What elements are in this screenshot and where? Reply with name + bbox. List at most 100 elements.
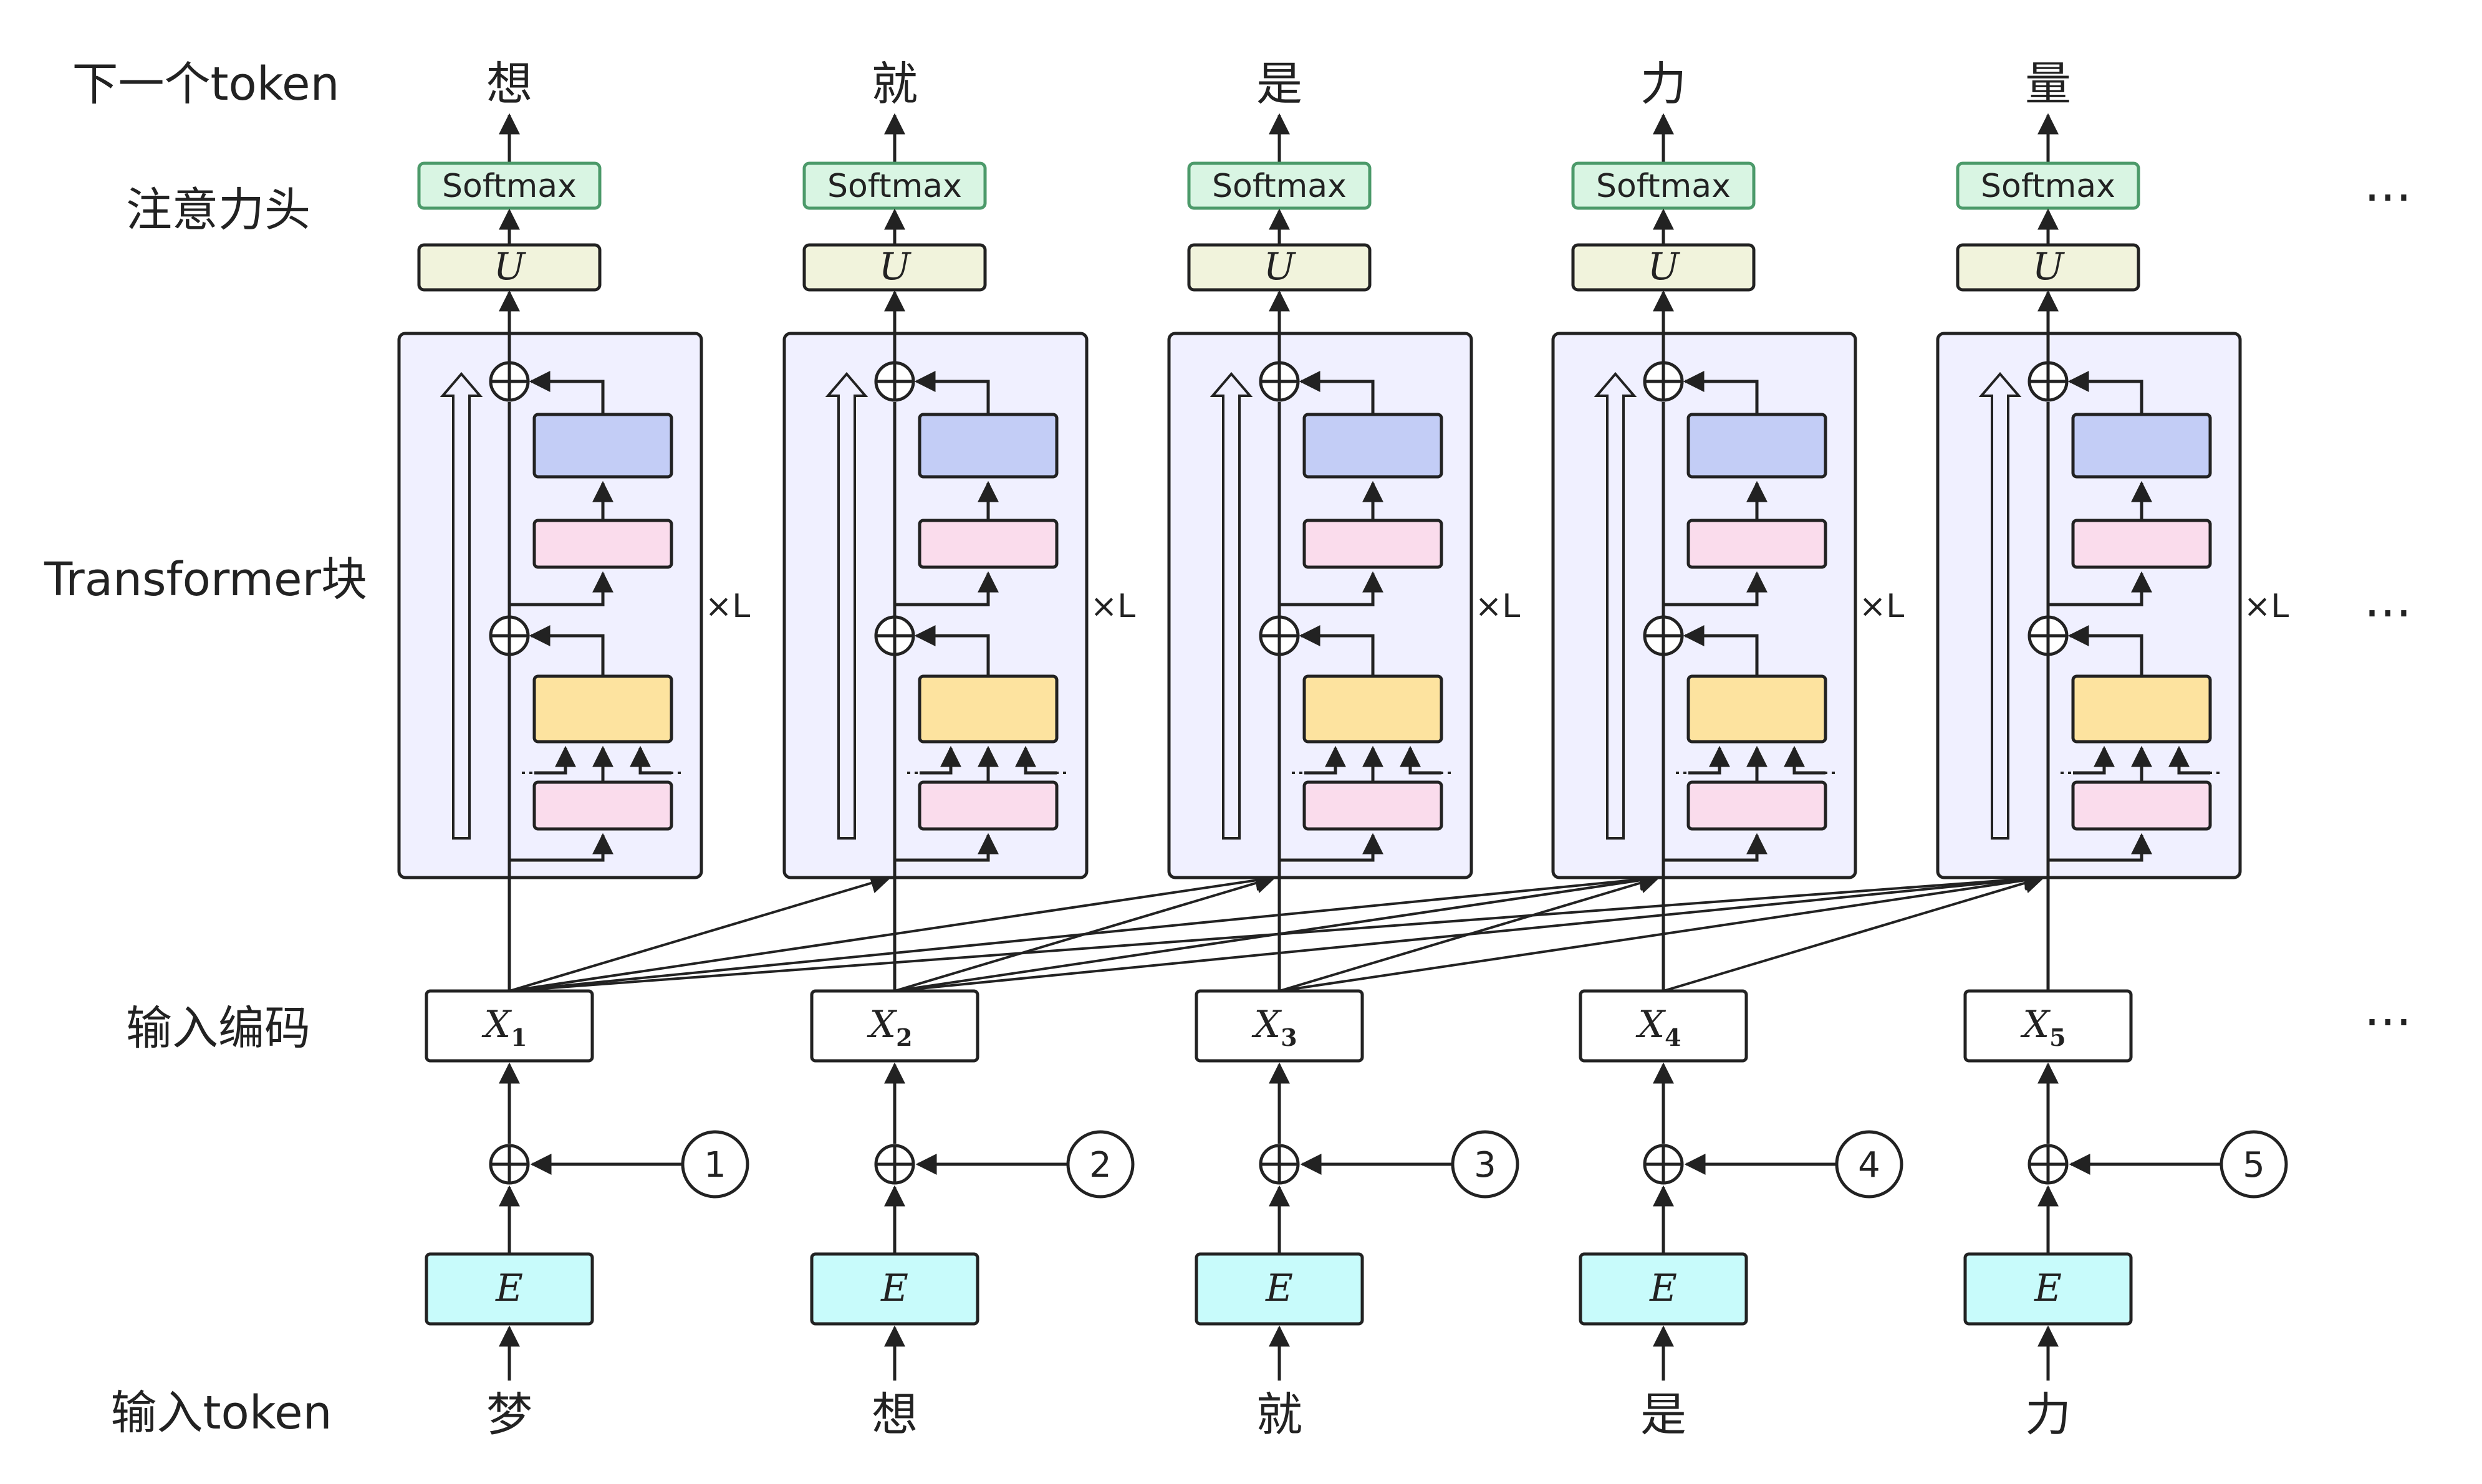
softmax-label-2: Softmax	[827, 168, 962, 205]
attn-to-plus-3	[1299, 625, 1375, 676]
branch-to-norm1-4	[1663, 833, 1768, 862]
attention-box-5	[2071, 674, 2212, 744]
attention-box-4	[1686, 674, 1827, 744]
encoding-label-4: X4	[1635, 1003, 1681, 1051]
embedding-label-1: E	[495, 1266, 523, 1310]
position-number-4: 4	[1858, 1145, 1880, 1185]
encoding-label-2: X2	[867, 1003, 912, 1051]
layer-norm-2-2	[918, 519, 1059, 569]
embedding-label-3: E	[1265, 1266, 1293, 1310]
columns-group: 想SoftmaxU×LX11E梦就SoftmaxU×LX22E想是Softmax…	[397, 57, 2289, 1442]
position-add-1	[489, 1144, 530, 1185]
embedding-box-4	[1579, 1252, 1748, 1326]
embedding-label-4: E	[1649, 1266, 1677, 1310]
attn-in-right-1	[630, 745, 671, 775]
feed-forward-box-5	[2071, 413, 2212, 479]
position-number-1: 1	[704, 1145, 726, 1185]
softmax-label-4: Softmax	[1596, 168, 1731, 205]
layer-norm-2-5	[2071, 519, 2212, 569]
input-token-3: 就	[1256, 1388, 1302, 1442]
attn-to-plus-5	[2067, 625, 2143, 676]
attn-to-plus-4	[1683, 625, 1759, 676]
input-token-2: 想	[872, 1388, 918, 1442]
next-token-4: 力	[1640, 57, 1686, 111]
softmax-label-1: Softmax	[442, 168, 577, 205]
next-token-2: 就	[872, 57, 918, 111]
residual-add-1-1	[489, 615, 530, 656]
softmax-box-5	[1956, 161, 2140, 210]
attention-box-2	[918, 674, 1059, 744]
encoding-subscript-4: 4	[1665, 1023, 1681, 1051]
ffn-to-plus-1	[529, 371, 605, 414]
residual-add-1-4	[1643, 615, 1684, 656]
cross-arrow-3-to-5	[1279, 869, 2046, 992]
layer-norm-1-2	[918, 780, 1059, 831]
encoding-label-3: X3	[1251, 1003, 1297, 1051]
repeat-label-4: ×L	[1859, 588, 1905, 625]
branch-to-norm1-3	[1279, 833, 1383, 862]
position-number-2: 2	[1089, 1145, 1112, 1185]
cross-arrow-1-to-2	[509, 873, 892, 992]
unembedding-box-3	[1187, 243, 1372, 292]
attention-box-1	[532, 674, 673, 744]
attention-box-3	[1302, 674, 1443, 744]
unembedding-box-1	[417, 243, 602, 292]
row-label-next-token: 下一个token	[72, 57, 340, 111]
layer-norm-1-1	[532, 780, 673, 831]
residual-add-1-5	[2027, 615, 2069, 656]
encoding-box-1	[425, 989, 594, 1063]
branch-to-norm1-5	[2048, 833, 2152, 862]
layer-norm-2-3	[1302, 519, 1443, 569]
encoding-letter-5: X	[2020, 1003, 2051, 1046]
ffn-to-plus-3	[1299, 371, 1375, 414]
position-circle-2	[1066, 1130, 1135, 1199]
embedding-box-1	[425, 1252, 594, 1326]
row-label-input-encoding: 输入编码	[126, 1002, 310, 1055]
softmax-box-4	[1571, 161, 1756, 210]
residual-add-2-1	[489, 361, 530, 402]
attn-in-right-4	[1784, 745, 1825, 775]
position-add-5	[2027, 1144, 2069, 1185]
residual-stream-arrow-1	[440, 371, 483, 840]
unembedding-label-2: U	[879, 245, 912, 289]
branch-to-norm2-1	[509, 571, 613, 606]
repeat-label-1: ×L	[705, 588, 751, 625]
encoding-subscript-1: 1	[511, 1023, 527, 1051]
feed-forward-box-3	[1302, 413, 1443, 479]
row-label-input-token: 输入token	[111, 1386, 332, 1440]
attn-in-right-2	[1015, 745, 1057, 775]
attn-in-right-5	[2168, 745, 2210, 775]
attn-in-left-1	[534, 745, 576, 775]
row-label-attention-head: 注意力头	[126, 183, 310, 237]
input-token-5: 力	[2025, 1388, 2071, 1442]
ellipsis-attention: ···	[2364, 169, 2412, 227]
residual-stream-arrow-3	[1210, 371, 1253, 840]
input-token-1: 梦	[486, 1388, 532, 1442]
next-token-5: 量	[2025, 57, 2071, 111]
branch-to-norm2-2	[895, 571, 999, 606]
repeat-label-5: ×L	[2244, 588, 2289, 625]
residual-stream-arrow-5	[1978, 371, 2022, 840]
ellipsis-encoding: ···	[2364, 993, 2412, 1051]
branch-to-norm2-4	[1663, 571, 1768, 606]
position-add-3	[1259, 1144, 1300, 1185]
layer-norm-1-5	[2071, 780, 2212, 831]
next-token-1: 想	[486, 57, 532, 111]
next-token-3: 是	[1256, 57, 1302, 111]
attn-in-left-2	[920, 745, 961, 775]
residual-add-2-2	[874, 361, 915, 402]
position-circle-4	[1835, 1130, 1903, 1199]
row-label-transformer-block: Transformer块	[44, 553, 367, 606]
residual-add-2-5	[2027, 361, 2069, 402]
encoding-letter-4: X	[1635, 1003, 1666, 1046]
softmax-box-2	[802, 161, 987, 210]
softmax-label-5: Softmax	[1981, 168, 2115, 205]
embedding-label-2: E	[880, 1266, 908, 1310]
causal-attention-arrows	[509, 868, 2046, 992]
layer-norm-2-1	[532, 519, 673, 569]
position-circle-5	[2220, 1130, 2288, 1199]
position-circle-1	[681, 1130, 749, 1199]
